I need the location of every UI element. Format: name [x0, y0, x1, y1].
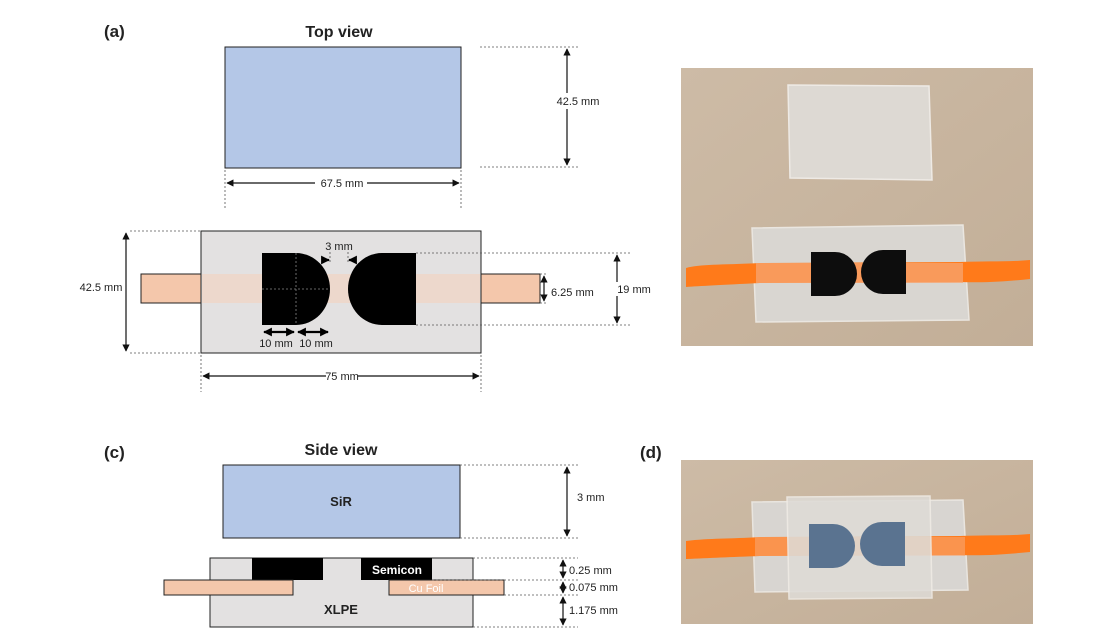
cu-foil-under-xlpe [202, 274, 480, 303]
xlpe-side-label: XLPE [324, 602, 358, 617]
sir-block-side [222, 464, 461, 539]
semicon-side-left [252, 558, 323, 580]
photo-assembled [681, 460, 1033, 624]
panel-label-c: (c) [104, 443, 125, 462]
photo-d-semicon-left [809, 524, 855, 568]
side-view-title: Side view [305, 442, 378, 459]
semicon-side-label: Semicon [372, 563, 422, 577]
dim-foil-width-label: 6.25 mm [551, 287, 594, 299]
cu-foil-right [479, 273, 541, 304]
dim-sir-thickness-label: 3 mm [577, 492, 605, 504]
sir-sheet-top [224, 46, 462, 169]
photo-sir-sheet [787, 84, 933, 181]
cu-foil-side-label: Cu Foil [409, 583, 444, 595]
dim-xlpe-thickness-label: 1.175 mm [569, 605, 618, 617]
dim-semicon-right-label: 10 mm [299, 338, 333, 350]
dim-sir-height-label: 42.5 mm [557, 96, 600, 108]
sir-side-label: SiR [330, 494, 352, 509]
photo-top-view [681, 68, 1033, 346]
dim-semicon-left-label: 10 mm [259, 338, 293, 350]
panel-label-d: (d) [640, 443, 662, 462]
dim-xlpe-height-label: 42.5 mm [80, 282, 123, 294]
semicon-side-right [361, 558, 432, 580]
dim-foil-thickness-label: 0.075 mm [569, 582, 618, 594]
panel-label-a: (a) [104, 22, 125, 41]
photo-semicon-right [861, 250, 906, 294]
photo-semicon-left [811, 252, 857, 296]
photo-d-semicon-right [860, 522, 905, 566]
dim-xlpe-width-label: 75 mm [325, 371, 359, 383]
dim-semicon-height-label: 19 mm [617, 284, 651, 296]
photo-d-sir [786, 495, 933, 600]
semicon-electrode-right [348, 253, 416, 325]
dim-semicon-thickness-label: 0.25 mm [569, 565, 612, 577]
dim-gap-label: 3 mm [325, 241, 353, 253]
cu-foil-left [140, 273, 204, 304]
cu-foil-side-right [388, 579, 505, 596]
cu-foil-side-left [163, 579, 294, 596]
top-view-title: Top view [305, 24, 373, 41]
dim-sir-width-label: 67.5 mm [321, 178, 364, 190]
